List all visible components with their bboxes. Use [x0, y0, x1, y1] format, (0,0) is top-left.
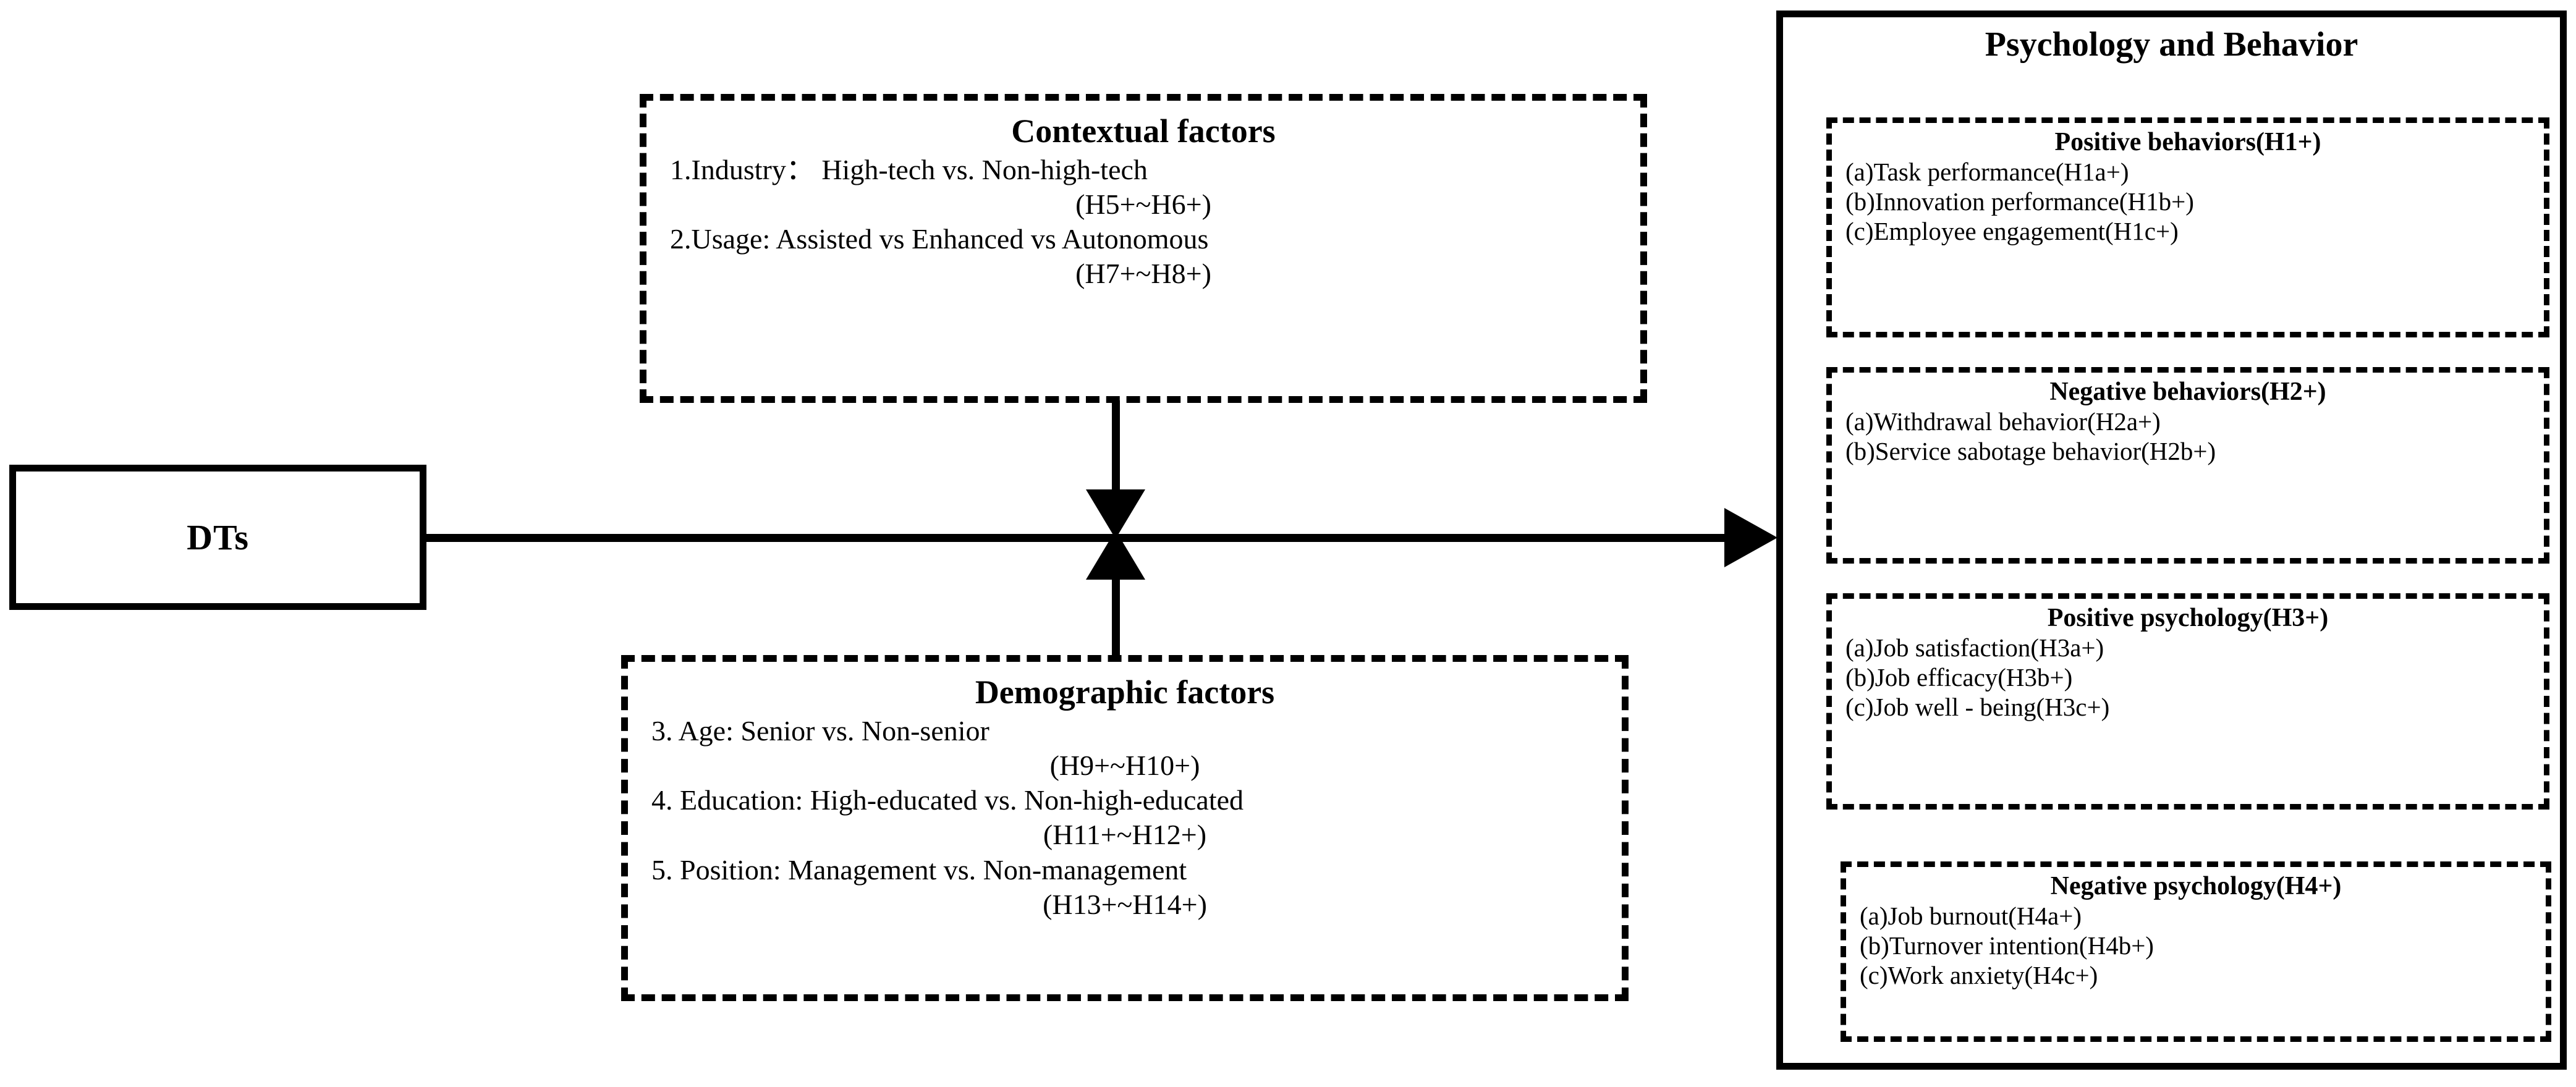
- dts-to-outcomes-arrowhead-icon: [1724, 508, 1777, 567]
- demographic-factor-hyp-4: (H11+~H12+): [1043, 819, 1207, 851]
- positive-psychology-item-c: (c)Job well - being(H3c+): [1845, 693, 2110, 722]
- positive-psychology-item-a: (a)Job satisfaction(H3a+): [1845, 633, 2104, 662]
- negative-behaviors-box: Negative behaviors(H2+) (a)Withdrawal be…: [1826, 367, 2549, 564]
- negative-psychology-box: Negative psychology(H4+) (a)Job burnout(…: [1841, 861, 2551, 1042]
- contextual-factors-title: Contextual factors: [1011, 112, 1276, 150]
- positive-behaviors-item-b: (b)Innovation performance(H1b+): [1845, 187, 2194, 216]
- demographic-moderator-line: [1112, 576, 1120, 656]
- positive-behaviors-item-a: (a)Task performance(H1a+): [1845, 158, 2129, 187]
- demographic-factors-title: Demographic factors: [975, 674, 1275, 711]
- dts-label: DTs: [187, 517, 249, 557]
- demographic-factor-hyp-3: (H9+~H10+): [1049, 750, 1200, 782]
- dts-box: DTs: [9, 465, 426, 610]
- demographic-factor-line-4: 4. Education: High-educated vs. Non-high…: [651, 784, 1244, 816]
- demographic-moderator-arrowhead-icon: [1086, 530, 1145, 580]
- negative-behaviors-item-a: (a)Withdrawal behavior(H2a+): [1845, 407, 2161, 436]
- contextual-factor-line-1: 1.Industry： High-tech vs. Non-high-tech: [670, 154, 1148, 186]
- contextual-factor-hyp-1: (H5+~H6+): [1075, 188, 1211, 221]
- contextual-factor-hyp-2: (H7+~H8+): [1075, 258, 1211, 290]
- positive-psychology-item-b: (b)Job efficacy(H3b+): [1845, 663, 2073, 692]
- psychology-and-behavior-panel: Psychology and Behavior: [1776, 11, 2567, 1070]
- negative-psychology-item-a: (a)Job burnout(H4a+): [1860, 902, 2082, 931]
- contextual-moderator-line: [1112, 400, 1120, 499]
- contextual-factor-line-2: 2.Usage: Assisted vs Enhanced vs Autonom…: [670, 223, 1209, 255]
- negative-psychology-item-c: (c)Work anxiety(H4c+): [1860, 961, 2098, 990]
- negative-behaviors-item-b: (b)Service sabotage behavior(H2b+): [1845, 437, 2216, 466]
- positive-behaviors-box: Positive behaviors(H1+) (a)Task performa…: [1826, 117, 2549, 337]
- negative-psychology-item-b: (b)Turnover intention(H4b+): [1860, 931, 2154, 960]
- demographic-factor-hyp-5: (H13+~H14+): [1043, 888, 1207, 920]
- psychology-and-behavior-title: Psychology and Behavior: [1985, 25, 2358, 64]
- positive-behaviors-item-c: (c)Employee engagement(H1c+): [1845, 217, 2179, 246]
- demographic-factor-line-5: 5. Position: Management vs. Non-manageme…: [651, 853, 1187, 886]
- positive-behaviors-title: Positive behaviors(H1+): [2054, 128, 2321, 156]
- demographic-factor-line-3: 3. Age: Senior vs. Non-senior: [651, 715, 989, 747]
- negative-behaviors-title: Negative behaviors(H2+): [2049, 378, 2326, 406]
- negative-psychology-title: Negative psychology(H4+): [2050, 872, 2342, 900]
- contextual-factors-box: Contextual factors 1.Industry： High-tech…: [640, 94, 1647, 403]
- positive-psychology-box: Positive psychology(H3+) (a)Job satisfac…: [1826, 593, 2549, 810]
- positive-psychology-title: Positive psychology(H3+): [2047, 604, 2329, 632]
- demographic-factors-box: Demographic factors 3. Age: Senior vs. N…: [621, 655, 1629, 1001]
